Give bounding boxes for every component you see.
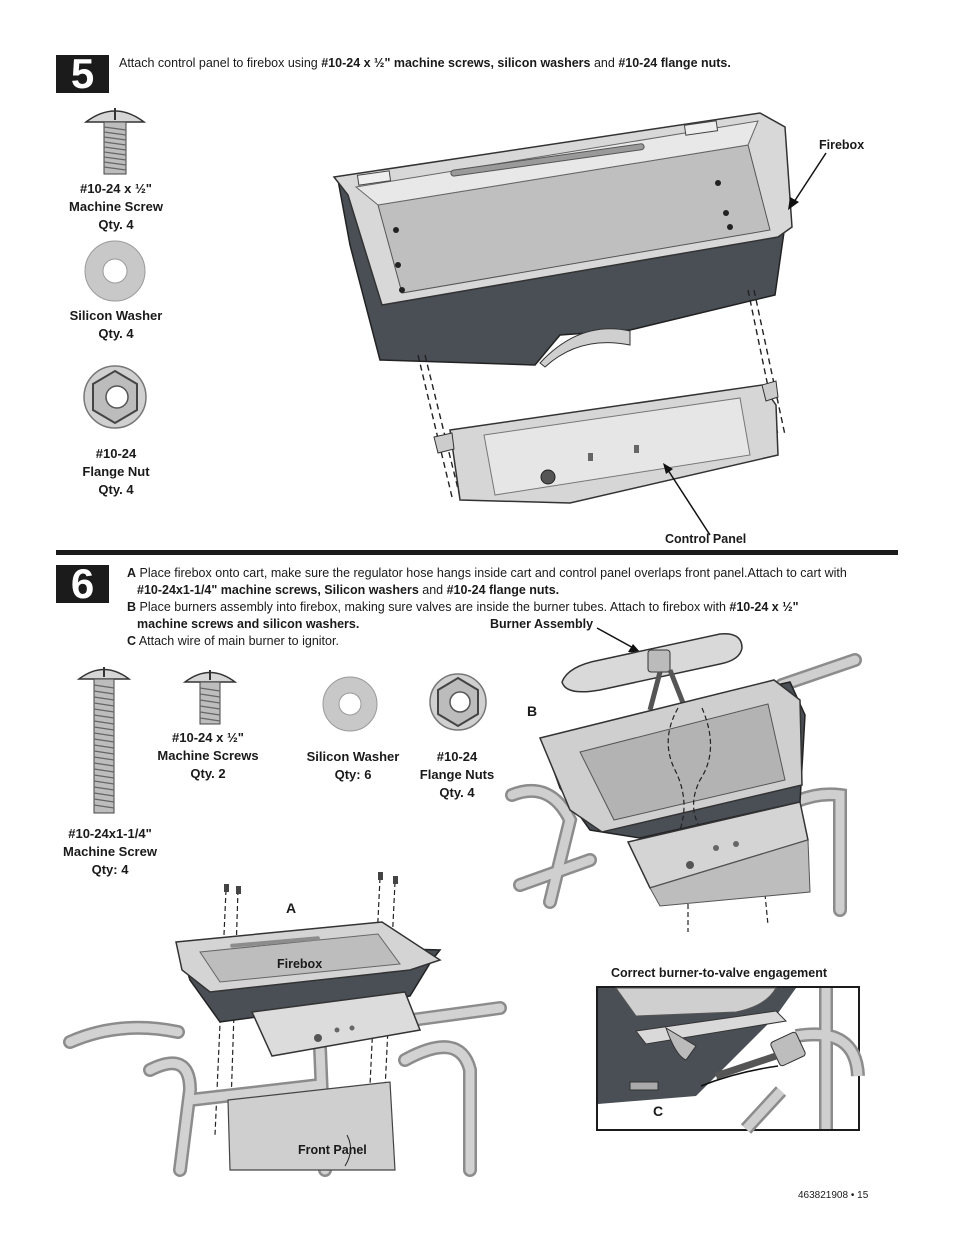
burner-assembly-illustration — [505, 627, 862, 932]
flange-nut-icon — [429, 673, 487, 731]
flange-nut-icon — [83, 365, 147, 429]
step-6-instruction-a: A Place firebox onto cart, make sure the… — [127, 566, 847, 580]
washer-icon — [322, 676, 378, 732]
doc-number: 463821908 — [798, 1190, 849, 1201]
step-5-control-panel-callout: Control Panel — [665, 532, 747, 546]
machine-screw-icon — [182, 670, 238, 725]
step-6-instruction-b: B Place burners assembly into firebox, m… — [127, 600, 799, 614]
footer-separator: • — [850, 1190, 855, 1201]
front-panel-callout: Front Panel — [298, 1143, 367, 1157]
page-number: 15 — [857, 1190, 869, 1201]
step-6-letter-b: B — [527, 703, 538, 719]
correct-engagement-caption: Correct burner-to-valve engagement — [611, 966, 828, 980]
long-machine-screw-icon — [76, 667, 132, 814]
step-6-number: 6 — [56, 563, 109, 605]
step-6-instruction-a-cont: #10-24x1-1/4" machine screws, Silicon wa… — [137, 583, 560, 597]
section-divider — [56, 550, 898, 555]
washer-icon — [84, 240, 146, 302]
step-5-number: 5 — [56, 53, 109, 95]
step-6-letter-a: A — [286, 900, 297, 916]
burner-assembly-callout: Burner Assembly — [490, 617, 594, 631]
machine-screw-icon — [83, 108, 147, 175]
cart-firebox-callout: Firebox — [277, 957, 323, 971]
step-6-letter-c: C — [653, 1103, 664, 1119]
page-footer: 463821908 • 15 — [798, 1190, 868, 1201]
step-6-instruction-c: C Attach wire of main burner to ignitor. — [127, 634, 339, 648]
step-5-firebox-callout: Firebox — [819, 138, 865, 152]
burner-valve-engagement-inset — [596, 986, 865, 1134]
cart-firebox-illustration — [63, 872, 507, 1177]
step-6-instruction-b-cont: machine screws and silicon washers. — [137, 617, 360, 631]
step-5-instruction: Attach control panel to firebox using #1… — [119, 56, 731, 70]
step-5-firebox-illustration — [332, 112, 827, 536]
